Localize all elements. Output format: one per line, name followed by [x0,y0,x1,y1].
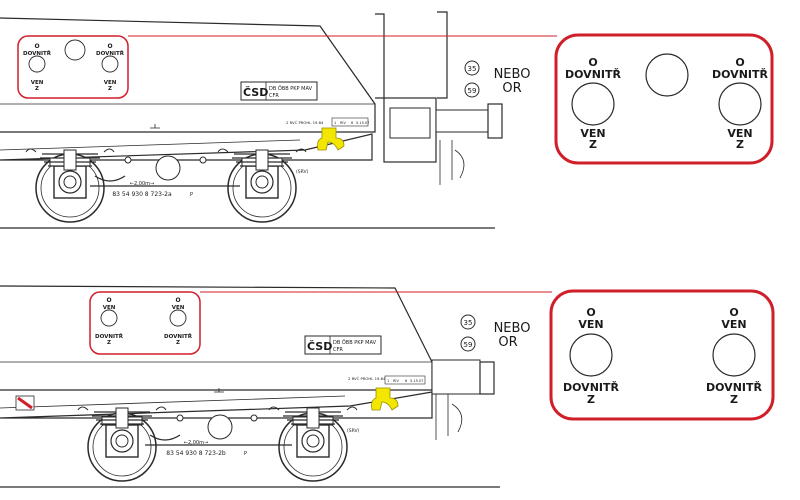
lower-box-b: RIV [393,379,399,383]
lower-small-left-top2: VEN [103,305,116,311]
upper-left-top: O [588,56,597,69]
upper-small-left-top2: DOVNITŘ [23,50,52,57]
upper-center-valve [645,53,689,97]
lower-small-left-bottom2: Z [107,340,111,346]
lower-nebo: NEBO [494,321,531,336]
upper-box-c: 6 [351,121,353,125]
lower-small-right-top2: VEN [172,305,185,311]
upper-detail-panel [554,33,774,165]
lower-left-valve [569,333,613,377]
lower-small-right-bottom2: Z [176,340,180,346]
upper-wheelbase: ←2,00m→ [130,181,154,187]
upper-left-valve [571,82,615,126]
lower-right-top: O [729,306,738,319]
lower-left-bottom: DOVNITŘ [563,381,620,394]
lower-right-top2: VEN [721,318,746,331]
upper-prohl: 2 RVČ PROHL 19.84 [286,120,324,125]
upper-left-bottom2: Z [589,138,597,151]
lower-wagon [0,285,775,488]
upper-box-a: 1 [334,121,336,125]
upper-box-b: RIV [340,121,346,125]
upper-small-left-bottom: VEN [31,80,44,86]
lower-railways-1: DB ÖBB PKP MAV [333,339,377,346]
upper-small-right-top2: DOVNITŘ [96,50,125,57]
upper-box-d: 5.15.07 [356,121,369,125]
upper-right-top2: DOVNITŘ [712,68,769,81]
lower-left-top2: VEN [578,318,603,331]
lower-p-mark: P [244,451,247,457]
lower-box-d: 5.15.07 [410,379,423,383]
lower-detail-panel [549,289,775,421]
upper-wagon-number: 83 54 930 8 723-2a [112,191,172,198]
lower-small-left-bottom: DOVNITŘ [95,333,124,340]
lower-small-left-top: O [106,297,111,304]
upper-small-right-top: O [107,43,112,50]
upper-right-bottom2: Z [736,138,744,151]
upper-railways-2: CFR [269,93,279,99]
lower-box-c: 6 [405,379,407,383]
lower-badge-top: 35 [464,319,473,327]
upper-small-left-top: O [34,43,39,50]
lower-srv: (SRV) [347,428,360,434]
lower-right-bottom2: Z [730,393,738,406]
upper-or: OR [502,81,521,96]
upper-nebo: NEBO [494,67,531,82]
upper-small-right-bottom: VEN [104,80,117,86]
upper-badge-bottom: 59 [468,87,477,95]
upper-badge-top: 35 [468,65,477,73]
lower-small-panel [89,291,201,355]
lower-left-bottom2: Z [587,393,595,406]
lower-wagon-number: 83 54 930 8 723-2b [166,450,226,457]
upper-p-mark: P [190,192,193,198]
lower-box-a: 1 [387,379,389,383]
upper-small-left-bottom2: Z [35,86,39,92]
lower-small-right-top: O [175,297,180,304]
upper-owner-code: ČSD [243,86,268,99]
upper-left-top2: DOVNITŘ [565,68,622,81]
upper-right-valve [718,82,762,126]
lower-railways-2: CFR [333,347,343,353]
lower-prohl: 2 RVČ PROHL 19.84 [348,376,386,381]
upper-srv: (SRV) [296,169,309,175]
lower-badge-bottom: 59 [464,341,473,349]
upper-right-top: O [735,56,744,69]
upper-right-bottom: VEN [727,127,752,140]
lower-right-valve [712,333,756,377]
lower-small-right-bottom: DOVNITŘ [164,333,193,340]
lower-wheelbase: ←2,00m→ [184,440,208,446]
upper-railways-1: DB ÖBB PKP MAV [269,85,313,92]
lower-or: OR [498,335,517,350]
upper-wagon [0,11,774,229]
lower-left-top: O [586,306,595,319]
lower-owner-code: ČSD [307,340,332,353]
upper-small-right-bottom2: Z [108,86,112,92]
lower-right-bottom: DOVNITŘ [706,381,763,394]
upper-left-bottom: VEN [580,127,605,140]
upper-small-panel [17,35,129,99]
